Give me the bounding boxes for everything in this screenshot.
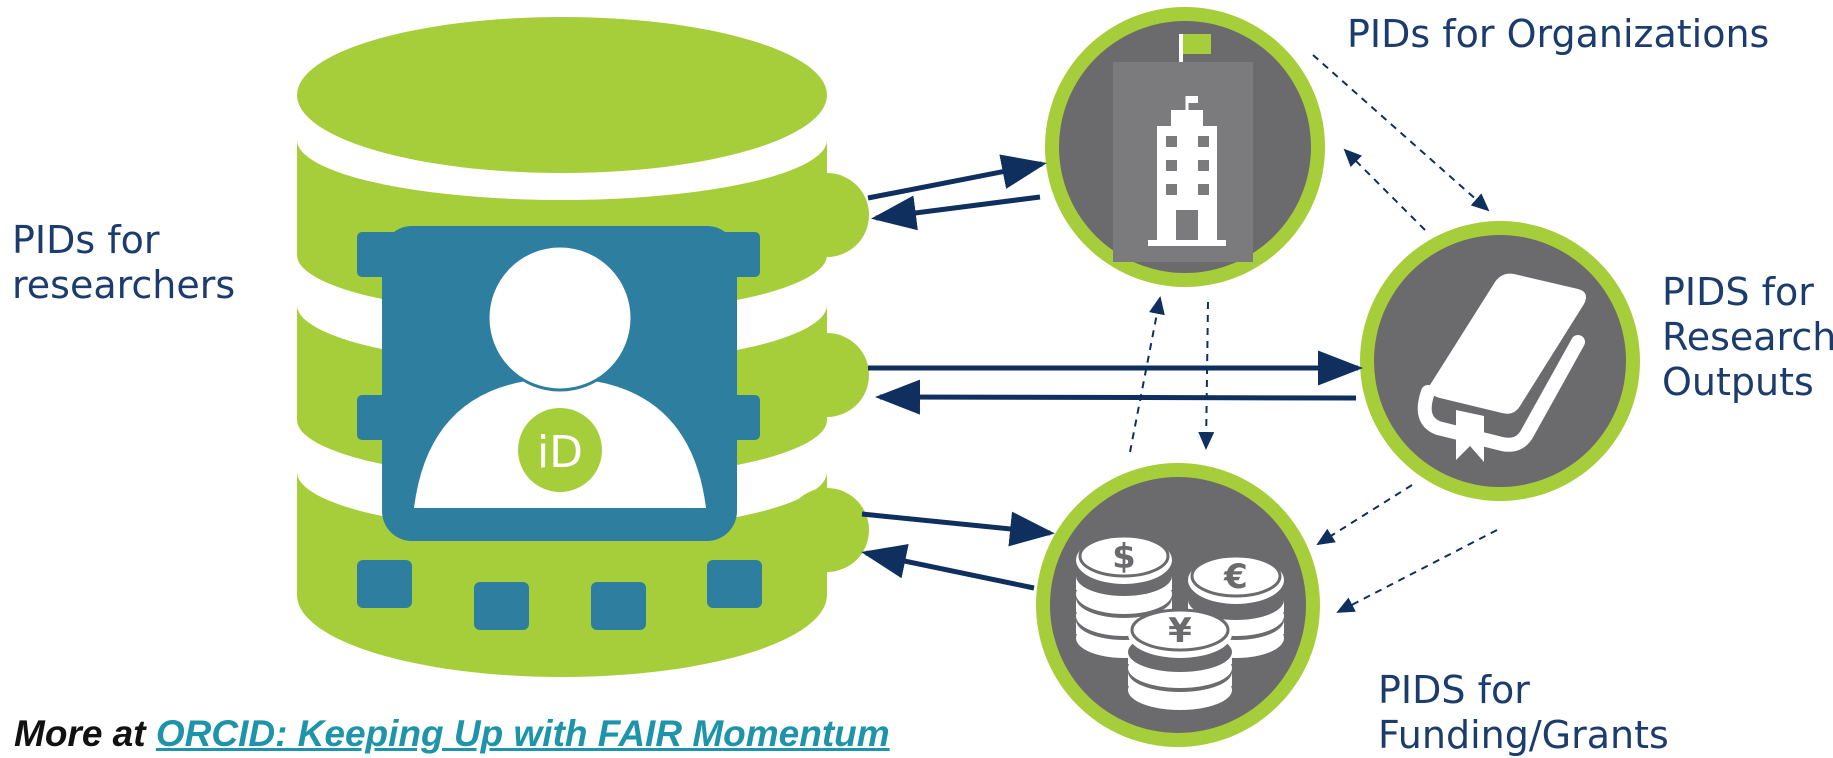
footer-prefix: More at <box>14 713 146 754</box>
dashed-funding-to-organizations <box>1129 296 1165 453</box>
arrow-organizations-to-db <box>871 194 1041 231</box>
building-icon <box>1148 96 1226 246</box>
dollar-symbol: $ <box>1112 537 1136 577</box>
yen-symbol: ¥ <box>1168 611 1192 651</box>
research-outputs-label-line: PIDS for <box>1662 270 1814 314</box>
research-outputs-node <box>1360 221 1640 501</box>
researchers-label-line: PIDs for <box>12 218 160 262</box>
arrow-db-to-organizations <box>867 154 1047 201</box>
orcid-fair-momentum-link[interactable]: ORCID: Keeping Up with FAIR Momentum <box>155 713 890 754</box>
orcid-id-icon: iD <box>518 408 602 492</box>
arrow-outputs-to-db <box>875 379 1357 415</box>
dashed-organizations-to-funding <box>1198 301 1215 450</box>
dashed-organizations-to-outputs <box>1312 54 1490 212</box>
researchers-label-line: researchers <box>12 263 236 307</box>
dashed-arrows <box>1129 54 1498 613</box>
dashed-outputs-to-organizations <box>1343 148 1426 231</box>
dashed-outputs-to-funding-2 <box>1336 529 1498 613</box>
orcid-id-text: iD <box>537 427 583 478</box>
footer-note: More at ORCID: Keeping Up with FAIR Mome… <box>14 713 890 755</box>
organizations-label-line: PIDs for Organizations <box>1347 12 1770 56</box>
research-outputs-label-line: Outputs <box>1662 360 1814 404</box>
coins-icon: $ € <box>1076 534 1284 710</box>
research-outputs-label: PIDS for Research Outputs <box>1662 270 1833 405</box>
funding-label: PIDS for Funding/Grants <box>1378 668 1669 758</box>
research-outputs-label-line: Research <box>1662 315 1833 359</box>
dashed-outputs-to-funding-1 <box>1316 484 1413 546</box>
funding-label-line: PIDS for <box>1378 668 1530 712</box>
researcher-avatar-icon <box>382 226 737 541</box>
researchers-label: PIDs for researchers <box>12 218 235 308</box>
organizations-node <box>1045 7 1325 287</box>
flag-icon <box>1179 34 1211 62</box>
book-icon <box>1417 273 1586 462</box>
solid-arrows <box>861 154 1363 591</box>
funding-label-line: Funding/Grants <box>1378 713 1669 757</box>
arrow-db-to-funding <box>861 511 1055 547</box>
funding-node: $ € <box>1036 463 1320 747</box>
arrow-funding-to-db <box>861 544 1035 591</box>
organizations-label: PIDs for Organizations <box>1347 12 1769 57</box>
euro-symbol: € <box>1223 557 1248 597</box>
